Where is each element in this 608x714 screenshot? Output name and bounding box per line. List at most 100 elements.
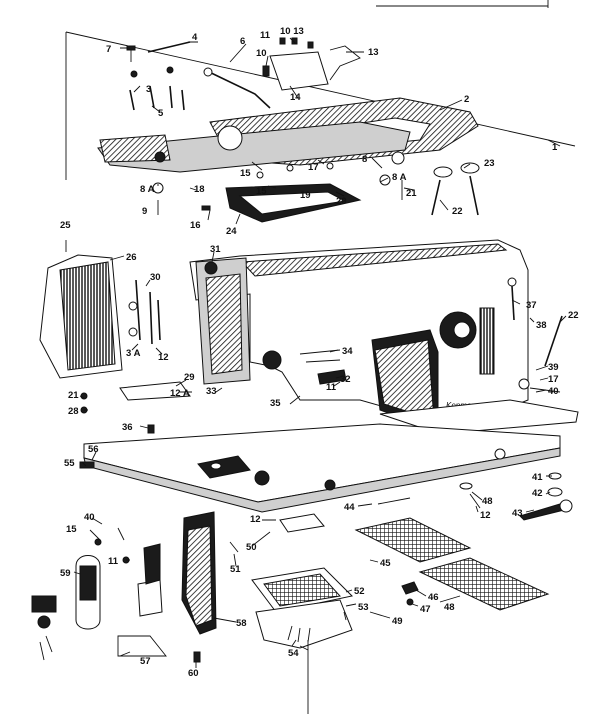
callout-48-b: 48 (444, 602, 455, 613)
callout-15-c: 15 (66, 524, 77, 535)
callout-47: 47 (420, 604, 431, 615)
callout-6: 6 (240, 36, 245, 47)
bed-foot-c (494, 448, 506, 460)
cover-plate-48 (418, 557, 550, 611)
callout-29: 29 (184, 372, 195, 383)
callout-40-b: 40 (84, 512, 95, 523)
callout-60: 60 (188, 668, 199, 679)
callout-11-top: 11 (260, 30, 271, 41)
screw-15 (256, 171, 264, 179)
plate-hole (217, 125, 243, 151)
callout-53: 53 (358, 602, 369, 613)
lever-32 (317, 369, 347, 385)
stud-right (391, 151, 405, 165)
bed-plate-group (79, 423, 573, 521)
callout-49: 49 (392, 616, 403, 627)
bed-foot-a (254, 470, 270, 486)
callout-20: 20 (336, 196, 347, 207)
callout-23: 23 (484, 158, 495, 169)
callout-50: 50 (246, 542, 257, 553)
callout-1: 1 (552, 142, 558, 153)
callout-57: 57 (140, 656, 151, 667)
callout-56: 56 (88, 444, 99, 455)
callout-3a: 3 A (126, 348, 141, 359)
lamp-socket (137, 579, 163, 617)
feed-dog (197, 455, 251, 479)
callout-51: 51 (230, 564, 241, 575)
stitch-dial (479, 307, 495, 375)
callout-43: 43 (512, 508, 523, 519)
callout-10: 10 (256, 48, 267, 59)
lamp-wire-loop (117, 635, 167, 657)
tension-disc-b (460, 162, 480, 174)
washer-8a (152, 182, 164, 194)
screw-10 (262, 65, 270, 77)
callout-numbers: 7 4 6 11 10 13 13 10 3 5 14 2 1 15 17 8 … (60, 26, 579, 679)
callout-55: 55 (64, 458, 75, 469)
screw-15-lower (94, 538, 102, 546)
callout-15-b: 15 (256, 186, 267, 197)
callout-58: 58 (236, 618, 247, 629)
screw-47 (406, 598, 414, 606)
callout-35: 35 (270, 398, 281, 409)
callout-21-a: 21 (406, 188, 417, 199)
lamp-plug (31, 595, 57, 613)
plate-stud (154, 151, 166, 163)
callout-8a-right: 8 A (392, 172, 407, 183)
callout-21-b: 21 (68, 390, 79, 401)
end-cover-group (39, 240, 191, 434)
bed-foot-b (324, 479, 336, 491)
callout-54: 54 (288, 648, 299, 659)
callout-48: 48 (482, 496, 493, 507)
callout-12-b: 12 (480, 510, 491, 521)
leader-lines (73, 37, 567, 668)
pointer-49 (343, 611, 347, 621)
screw-40-lower (117, 527, 125, 541)
screw-7 (126, 45, 136, 51)
lever-pin-a (130, 70, 138, 78)
key-43-head (559, 499, 573, 513)
pan-grid (263, 573, 341, 607)
washer-17a (286, 164, 294, 172)
callout-16: 16 (190, 220, 201, 231)
lamp-filament (79, 565, 97, 601)
callout-24: 24 (226, 226, 237, 237)
callout-22-b: 22 (568, 310, 579, 321)
linkage-eye (203, 67, 213, 77)
slide-plate-45 (354, 517, 472, 563)
callout-8: 8 (362, 154, 367, 165)
top-cover-assembly (65, 31, 576, 223)
callout-34: 34 (342, 346, 353, 357)
lamp-socket-clip (143, 543, 161, 585)
callout-12-c: 12 (250, 514, 261, 525)
head-face-mechanism (205, 273, 243, 375)
slot-lines (299, 349, 341, 363)
callout-25: 25 (60, 220, 71, 231)
washer-17b (326, 162, 334, 170)
machine-head: Kenmore (189, 239, 579, 435)
bottom-bracket-inner (238, 191, 347, 215)
arm-top-pattern (240, 243, 508, 277)
pan-pins-54 (287, 625, 311, 643)
callout-44: 44 (344, 502, 355, 513)
callout-40-a: 40 (548, 386, 559, 397)
small-screws-top (279, 37, 314, 49)
callout-11-b: 11 (108, 556, 119, 567)
washer-42 (547, 487, 563, 497)
screw-44 (377, 497, 411, 505)
callout-5: 5 (158, 108, 164, 119)
screw-36 (147, 424, 155, 434)
screw-12 (469, 493, 481, 509)
screw-55 (79, 461, 95, 469)
spring-block (99, 134, 171, 163)
callout-13: 13 (368, 47, 379, 58)
rod-22 (544, 315, 563, 367)
callout-59: 59 (60, 568, 71, 579)
callout-4: 4 (192, 32, 198, 43)
callout-33: 33 (206, 386, 217, 397)
screw-51 (229, 541, 239, 553)
latch-50 (279, 513, 325, 533)
callout-32: 32 (340, 374, 351, 385)
slide-plate (269, 51, 329, 91)
lamp-plug-base (37, 615, 51, 629)
